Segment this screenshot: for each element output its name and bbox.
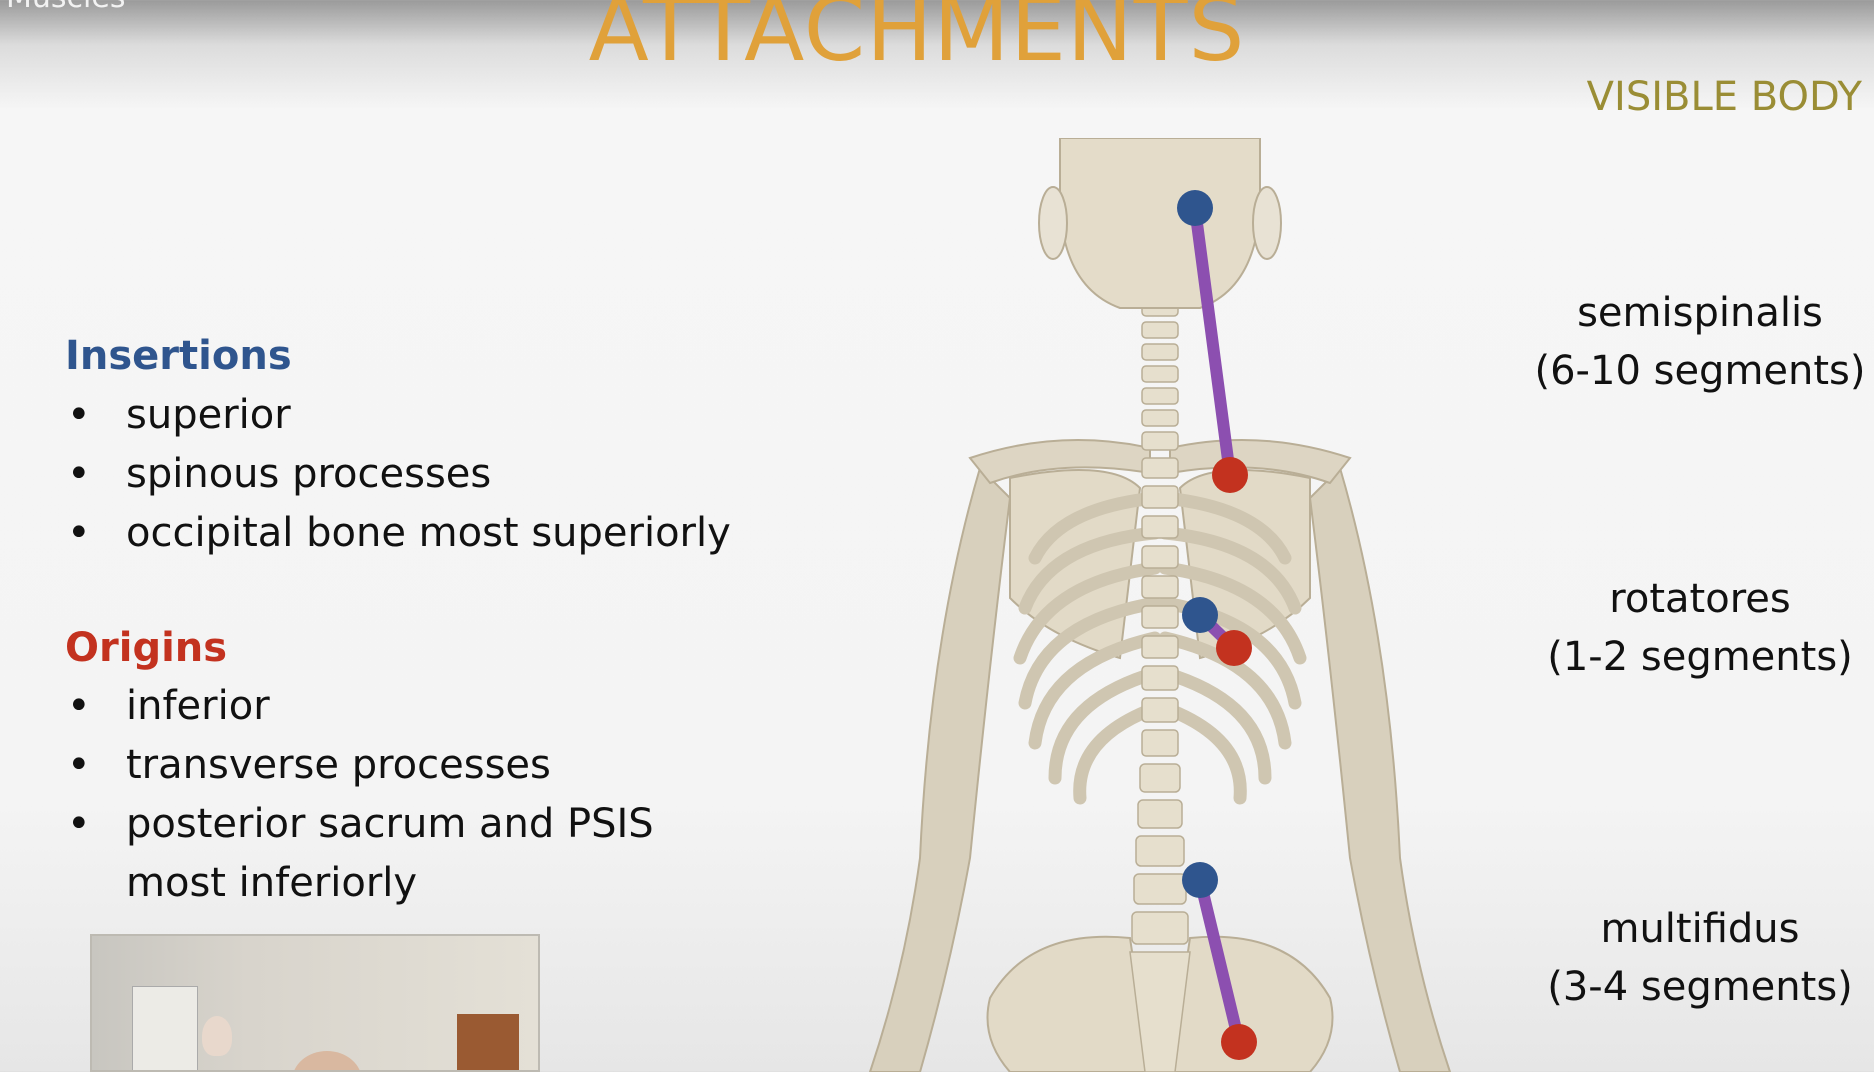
list-item: •occipital bone most superiorly [65, 504, 731, 563]
bullet-icon: • [67, 510, 91, 556]
list-item: •inferior [65, 677, 685, 736]
skeleton-image [868, 137, 1452, 1072]
list-item: •spinous processes [65, 445, 731, 504]
webcam-background-bust [202, 1016, 232, 1056]
webcam-overlay [90, 934, 540, 1072]
webcam-background-chart [132, 986, 198, 1070]
insertion-marker [1182, 597, 1218, 633]
insertion-marker [1182, 862, 1218, 898]
bullet-icon: • [67, 451, 91, 497]
muscle-span: (6-10 segments) [1534, 348, 1866, 394]
list-item: •superior [65, 386, 731, 445]
origin-marker [1212, 457, 1248, 493]
slide-title-text: ATTACHMENTS [588, 0, 1246, 81]
webcam-presenter-head [292, 1051, 362, 1070]
credit-label: VISIBLE BODY [1586, 74, 1862, 120]
video-title: Muscles [6, 0, 125, 15]
bullet-icon: • [67, 392, 91, 438]
muscle-label-rotatores: rotatores (1-2 segments) [1520, 570, 1874, 686]
slide-title: ATTACHMENTS [0, 0, 1874, 81]
bullet-icon: • [67, 683, 91, 729]
origins-list: •inferior •transverse processes •posteri… [65, 677, 685, 913]
bullet-icon: • [67, 742, 91, 788]
origins-heading: Origins [65, 625, 228, 671]
insertions-list: •superior •spinous processes •occipital … [65, 386, 731, 563]
list-item: •transverse processes [65, 736, 685, 795]
origin-marker [1221, 1024, 1257, 1060]
origin-marker [1216, 630, 1252, 666]
skeleton-illustration [860, 137, 1460, 1072]
list-item: •posterior sacrum and PSIS most inferior… [65, 795, 685, 913]
muscle-label-multifidus: multifidus (3-4 segments) [1520, 900, 1874, 1016]
muscle-name: semispinalis [1577, 290, 1823, 336]
muscle-name: rotatores [1609, 576, 1791, 622]
muscle-name: multifidus [1600, 906, 1800, 952]
muscle-span: (3-4 segments) [1547, 964, 1853, 1010]
webcam-background-poster [457, 1014, 519, 1070]
muscle-label-semispinalis: semispinalis (6-10 segments) [1520, 284, 1874, 400]
insertions-heading: Insertions [65, 333, 292, 379]
bullet-icon: • [67, 801, 91, 847]
muscle-span: (1-2 segments) [1547, 634, 1853, 680]
insertion-marker [1177, 190, 1213, 226]
